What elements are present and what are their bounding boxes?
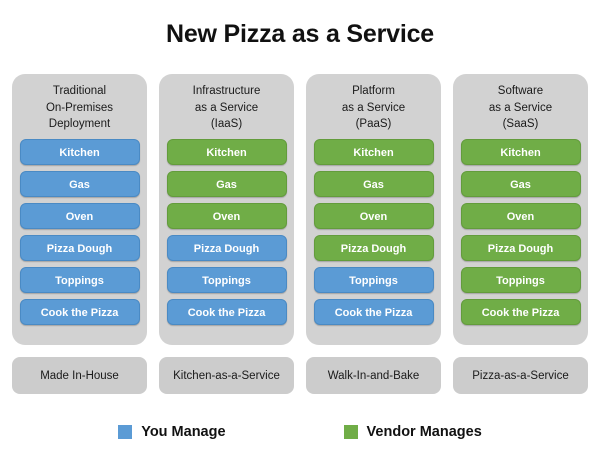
stack-item[interactable]: Oven bbox=[19, 202, 140, 229]
stack-item[interactable]: Pizza Dough bbox=[460, 234, 581, 261]
stack-item[interactable]: Toppings bbox=[19, 266, 140, 293]
legend: You Manage Vendor Manages bbox=[0, 424, 600, 440]
panel-footer-label: Pizza-as-a-Service bbox=[453, 357, 588, 394]
stack-item[interactable]: Pizza Dough bbox=[166, 234, 287, 261]
panel-footer-label: Kitchen-as-a-Service bbox=[159, 357, 294, 394]
stack-item[interactable]: Kitchen bbox=[460, 138, 581, 165]
stack-item[interactable]: Cook the Pizza bbox=[19, 298, 140, 325]
legend-swatch-icon bbox=[118, 425, 133, 439]
page-title: New Pizza as a Service bbox=[166, 20, 434, 48]
stack-item[interactable]: Cook the Pizza bbox=[166, 298, 287, 325]
stack-item[interactable]: Pizza Dough bbox=[19, 234, 140, 261]
stack-item[interactable]: Gas bbox=[166, 170, 287, 197]
stack-item[interactable]: Toppings bbox=[313, 266, 434, 293]
panel-title: Infrastructure as a Service (IaaS) bbox=[192, 85, 261, 130]
stack-item[interactable]: Toppings bbox=[166, 266, 287, 293]
stack-item[interactable]: Kitchen bbox=[166, 138, 287, 165]
stack-item[interactable]: Oven bbox=[460, 202, 581, 229]
legend-label: Vendor Manages bbox=[366, 424, 482, 440]
legend-label: You Manage bbox=[141, 424, 226, 440]
stack-item[interactable]: Cook the Pizza bbox=[460, 298, 581, 325]
stack-item[interactable]: Gas bbox=[313, 170, 434, 197]
panel-footer-label: Walk-In-and-Bake bbox=[306, 357, 441, 394]
service-column: Infrastructure as a Service (IaaS) Kitche… bbox=[159, 74, 294, 394]
legend-item: You Manage bbox=[118, 424, 226, 440]
panel-footer-label: Made In-House bbox=[12, 357, 147, 394]
legend-swatch-icon bbox=[343, 425, 358, 439]
service-panel: Infrastructure as a Service (IaaS) Kitche… bbox=[159, 74, 294, 345]
legend-item: Vendor Manages bbox=[343, 424, 482, 440]
stack-item[interactable]: Oven bbox=[166, 202, 287, 229]
stack-item[interactable]: Gas bbox=[19, 170, 140, 197]
stack-item[interactable]: Cook the Pizza bbox=[313, 298, 434, 325]
panel-title: Traditional On-Premises Deployment bbox=[45, 85, 114, 130]
stack-item[interactable]: Kitchen bbox=[313, 138, 434, 165]
stack-item[interactable]: Toppings bbox=[460, 266, 581, 293]
stack-item[interactable]: Gas bbox=[460, 170, 581, 197]
stack-item[interactable]: Oven bbox=[313, 202, 434, 229]
panel-title: Software as a Service (SaaS) bbox=[488, 85, 553, 130]
stack-item[interactable]: Pizza Dough bbox=[313, 234, 434, 261]
panel-title: Platform as a Service (PaaS) bbox=[341, 85, 406, 130]
stack-item[interactable]: Kitchen bbox=[19, 138, 140, 165]
